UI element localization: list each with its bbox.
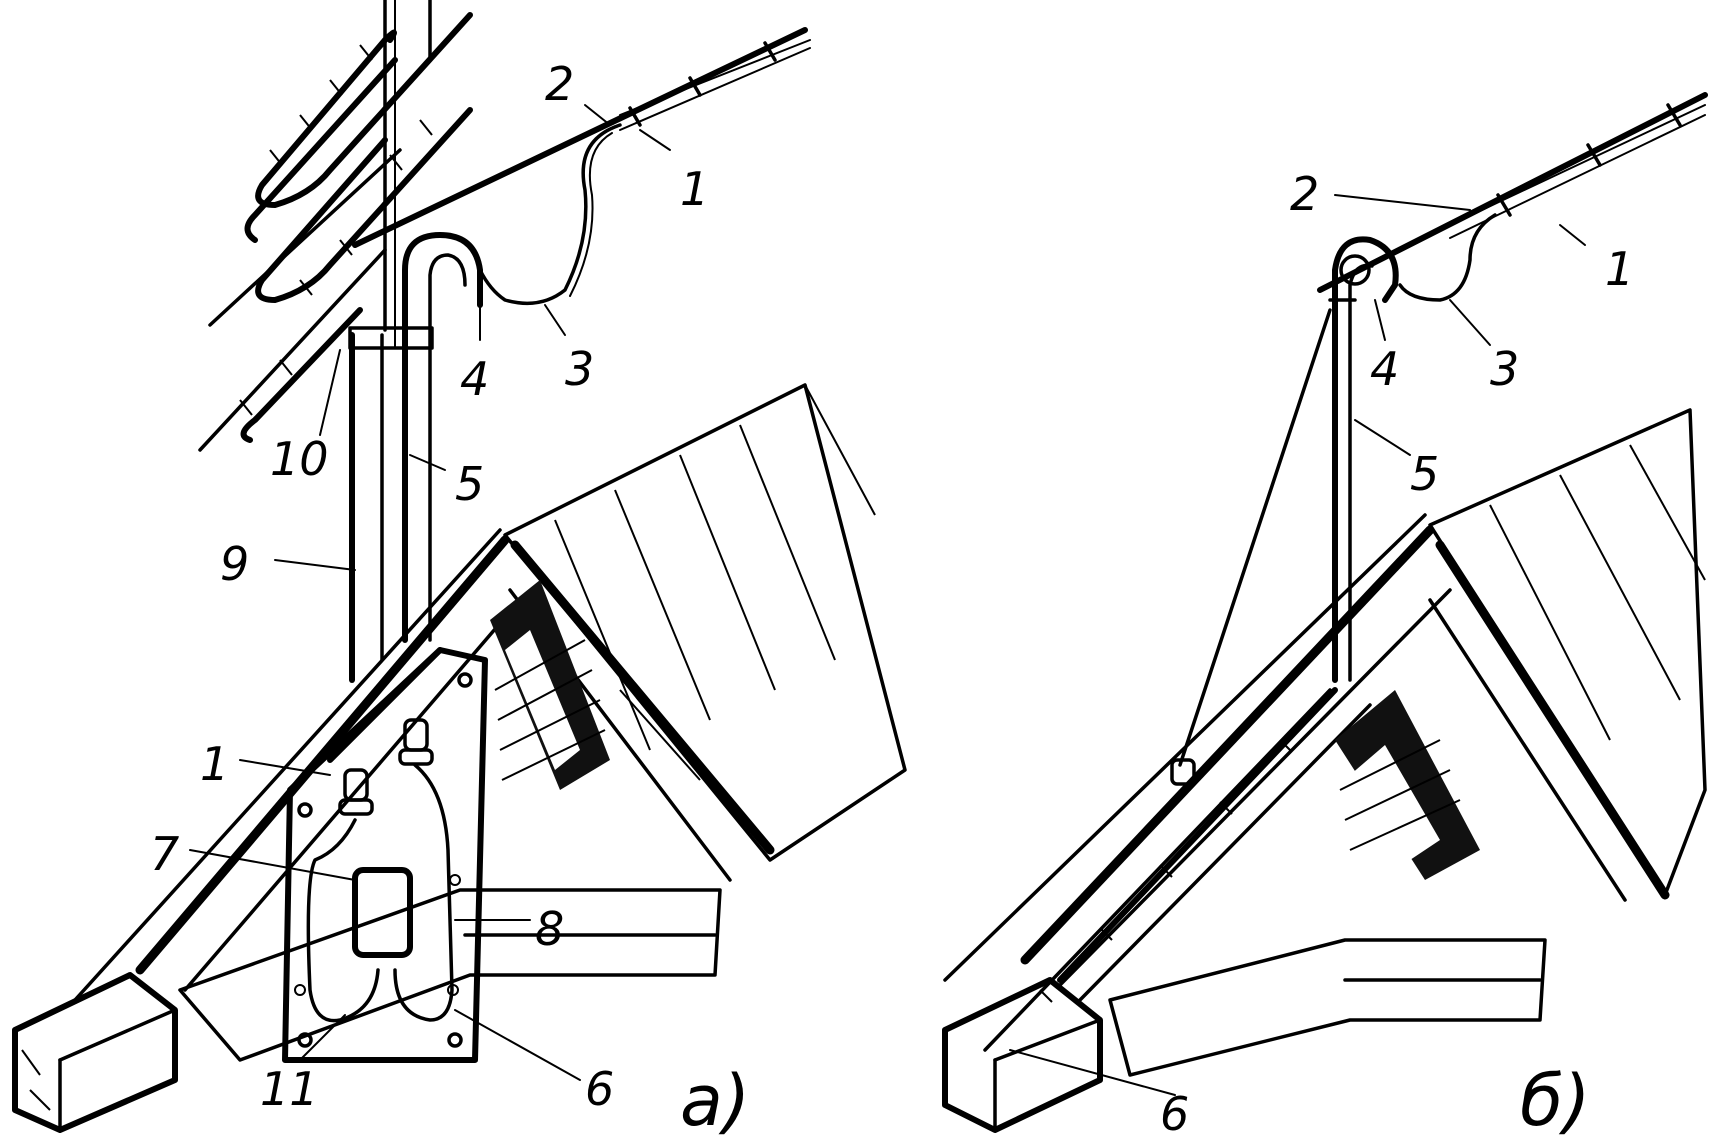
overhead-wire-b (1317, 92, 1708, 302)
callout-a-6: 6 (585, 1062, 614, 1116)
callout-b-4: 4 (1370, 342, 1399, 396)
leader-lines-b (1009, 194, 1586, 1096)
leader-lines-a (189, 104, 671, 1081)
roof-a (12, 383, 907, 1133)
panel-b-caption: б) (1520, 1060, 1590, 1142)
callout-a-8: 8 (535, 902, 564, 956)
overhead-wire (352, 27, 811, 306)
callouts-a: 2 1 3 4 10 5 9 1 7 8 11 6 а) (150, 57, 750, 1142)
callout-a-5: 5 (455, 457, 484, 511)
callout-a-4: 4 (460, 352, 489, 406)
callout-a-3: 3 (565, 342, 594, 396)
mounting-board (282, 647, 488, 1063)
callout-a-7: 7 (150, 827, 179, 881)
callout-a-9: 9 (220, 537, 249, 591)
callout-b-6: 6 (1160, 1087, 1189, 1141)
panel-b-drawing: 2 1 4 3 5 6 б) (942, 92, 1708, 1142)
callout-a-10: 10 (270, 432, 329, 486)
callout-b-1: 1 (1605, 242, 1634, 296)
hook-riser-b (1170, 236, 1399, 786)
callout-a-1-bottom: 1 (200, 737, 229, 791)
callout-b-5: 5 (1410, 447, 1439, 501)
pipe-riser (348, 232, 483, 683)
callout-b-2: 2 (1290, 167, 1319, 221)
callout-a-1-top: 1 (680, 162, 709, 216)
callout-a-2: 2 (545, 57, 574, 111)
callout-b-3: 3 (1490, 342, 1519, 396)
panel-a-drawing: 2 1 3 4 10 5 9 1 7 8 11 6 а) (12, 0, 907, 1142)
callout-a-11: 11 (260, 1062, 319, 1116)
callouts-b: 2 1 4 3 5 6 б) (1160, 167, 1634, 1142)
roof-b (942, 408, 1707, 1133)
panel-a-caption: а) (680, 1060, 750, 1142)
antenna (198, 0, 473, 452)
